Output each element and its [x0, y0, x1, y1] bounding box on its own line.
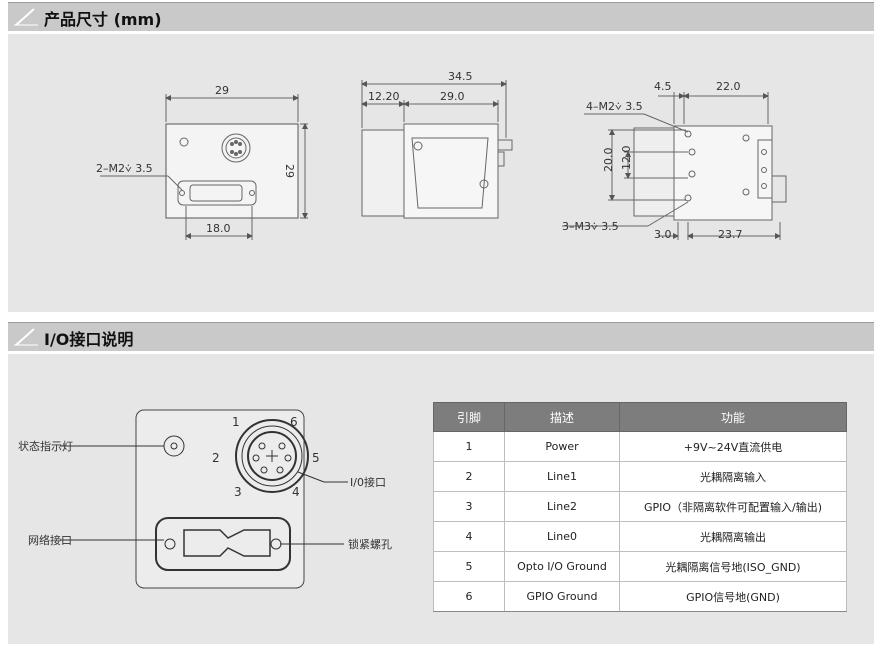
cell-desc: Line2 [504, 491, 620, 522]
dimensions-panel: 29 29 2–M2⩒ 3.5 18.0 34.5 12.20 29.0 [8, 34, 874, 312]
slash-icon [14, 328, 38, 346]
cell-func: 光耦隔离信号地(ISO_GND) [619, 551, 847, 582]
pin-label-2: 2 [212, 451, 220, 465]
cell-pin: 4 [433, 521, 505, 552]
dimension-drawings: 29 29 2–M2⩒ 3.5 18.0 34.5 12.20 29.0 [96, 70, 787, 241]
section-header-io: I/O接口说明 [8, 322, 874, 351]
cell-pin: 3 [433, 491, 505, 522]
io-port-label: I/0接口 [350, 476, 386, 489]
bottom-height-inner: 12.0 [620, 146, 633, 171]
cell-pin: 5 [433, 551, 505, 582]
section-title-io: I/O接口说明 [44, 330, 134, 349]
table-header-row: 引脚 描述 功能 [433, 402, 847, 432]
cell-func: +9V~24V直流供电 [619, 431, 847, 462]
col-header-desc: 描述 [504, 402, 620, 432]
pin-label-6: 6 [290, 415, 298, 429]
side-body-length: 29.0 [440, 90, 465, 103]
cell-func: 光耦隔离输出 [619, 521, 847, 552]
bottom-view [562, 92, 787, 240]
front-width-label: 29 [215, 84, 229, 97]
slash-icon [14, 8, 38, 26]
side-view [361, 80, 513, 219]
io-connector-diagram: 状态指示灯 网络接口 I/0接口 锁紧螺孔 1 2 3 4 5 6 [18, 409, 392, 589]
pin-label-4: 4 [292, 485, 300, 499]
section-header-dimensions: 产品尺寸 (mm) [8, 2, 874, 31]
pin-label-1: 1 [232, 415, 240, 429]
cell-pin: 6 [433, 581, 505, 612]
col-header-pin: 引脚 [433, 402, 505, 432]
status-led-label: 状态指示灯 [18, 439, 73, 453]
cell-desc: GPIO Ground [504, 581, 620, 612]
bottom-length-label: 22.0 [716, 80, 741, 93]
lock-screw-label: 锁紧螺孔 [348, 537, 392, 551]
cell-func: GPIO信号地(GND) [619, 581, 847, 612]
front-screw-label: 2–M2⩒ 3.5 [96, 162, 153, 175]
cell-func: GPIO（非隔离软件可配置输入/输出) [619, 491, 847, 522]
cell-func: 光耦隔离输入 [619, 461, 847, 492]
bottom-screw-label: 3–M3⩒ 3.5 [562, 220, 619, 233]
cell-desc: Power [504, 431, 620, 462]
bottom-top-screw-label: 4–M2⩒ 3.5 [586, 100, 643, 113]
bottom-length-2: 23.7 [718, 228, 743, 241]
cell-pin: 1 [433, 431, 505, 462]
side-lens-length: 12.20 [368, 90, 400, 103]
front-height-label: 29 [283, 164, 296, 178]
side-total-length: 34.5 [448, 70, 473, 83]
bottom-offset-label: 4.5 [654, 80, 672, 93]
network-port-label: 网络接口 [28, 533, 72, 547]
bottom-offset-2: 3.0 [654, 228, 672, 241]
cell-pin: 2 [433, 461, 505, 492]
cell-desc: Line0 [504, 521, 620, 552]
cell-desc: Opto I/O Ground [504, 551, 620, 582]
bottom-height-outer: 20.0 [602, 148, 615, 173]
front-view [100, 94, 308, 240]
cell-desc: Line1 [504, 461, 620, 492]
pin-label-3: 3 [234, 485, 242, 499]
pin-label-5: 5 [312, 451, 320, 465]
front-port-width: 18.0 [206, 222, 231, 235]
col-header-func: 功能 [619, 402, 847, 432]
section-title-dimensions: 产品尺寸 (mm) [44, 10, 162, 29]
